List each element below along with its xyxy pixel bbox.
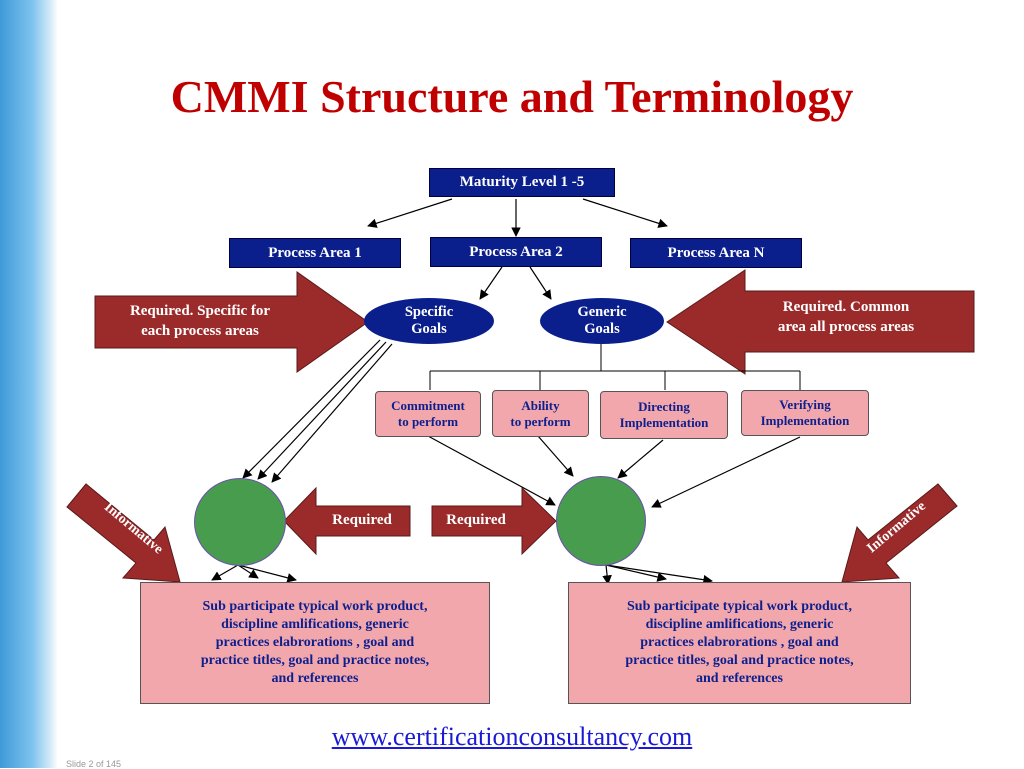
verifying-line-1: Verifying — [779, 397, 831, 413]
arrow-specific-to-circle-2 — [257, 341, 387, 480]
right-goal-circle — [556, 476, 646, 566]
right-note-line-4: practice titles, goal and practice notes… — [625, 653, 854, 669]
directing-line-2: Implementation — [619, 415, 709, 430]
specific-goals-line-2: Goals — [411, 321, 447, 337]
generic-goals-line-1: Generic — [577, 304, 627, 321]
verifying-line-2: Implementation — [760, 413, 850, 428]
right-note-line-3: practices elabrorations , goal and — [640, 634, 839, 650]
required-left-arrow-shape — [283, 486, 411, 556]
commitment-line-1: Commitment — [391, 398, 465, 414]
arrow-commitment-to-circle — [427, 435, 556, 506]
footer-website-link[interactable]: www.certificationconsultancy.com — [331, 722, 693, 751]
generic-goals-line-2: Goals — [584, 321, 620, 337]
process-area-n-box: Process Area N — [630, 238, 802, 268]
left-note-line-4: practice titles, goal and practice notes… — [200, 653, 430, 669]
arrow-pa2-to-specific — [479, 266, 503, 300]
left-callout-line-2: each process areas — [141, 323, 259, 340]
slide-number: Slide 2 of 145 — [66, 759, 122, 769]
slide-title: CMMI Structure and Terminology — [170, 71, 854, 122]
arrow-ml-to-pan — [582, 198, 668, 228]
slide-sidebar-decoration — [0, 0, 58, 768]
left-note-line-1: Sub participate typical work product, — [202, 598, 428, 614]
commitment-line-2: to perform — [397, 414, 459, 429]
right-note-line-1: Sub participate typical work product, — [627, 598, 852, 614]
arrow-specific-to-circle-1 — [242, 339, 381, 479]
left-note-line-5: and references — [271, 671, 359, 687]
required-right-label: Required — [446, 512, 506, 528]
arrow-verifying-to-circle — [651, 436, 801, 508]
specific-goals-line-1: Specific — [404, 304, 454, 321]
arrow-pa2-to-generic — [529, 266, 552, 300]
arrow-specific-to-circle-3 — [271, 343, 393, 483]
arrow-directing-to-circle — [617, 439, 664, 479]
right-callout-text: Required. Common area all process areas — [744, 297, 948, 338]
required-left-label: Required — [332, 512, 392, 528]
left-callout-line-1: Required. Specific for — [129, 303, 271, 319]
arrow-ml-to-pa1 — [367, 198, 453, 228]
right-note-line-5: and references — [696, 671, 783, 687]
left-notes-box: Sub participate typical work product, di… — [140, 582, 490, 704]
ability-line-1: Ability — [521, 397, 560, 413]
left-callout-arrow-shape — [94, 271, 369, 373]
maturity-level-box: Maturity Level 1 -5 — [429, 168, 615, 197]
process-area-1-box: Process Area 1 — [229, 238, 401, 268]
right-callout-arrow-shape — [666, 269, 975, 375]
process-area-2-box: Process Area 2 — [430, 237, 602, 267]
required-right-arrow-shape — [431, 486, 557, 556]
left-note-line-2: discipline amlifications, generic — [221, 616, 409, 632]
right-notes-box: Sub participate typical work product, di… — [568, 582, 911, 704]
right-note-line-2: discipline amlifications, generic — [645, 616, 834, 632]
right-callout-line-2: area all process areas — [777, 319, 915, 336]
informative-right-arrow-shape — [841, 483, 958, 583]
arrow-ability-to-circle — [537, 435, 574, 477]
informative-left-arrow-shape — [66, 483, 181, 583]
directing-line-1: Directing — [638, 399, 690, 415]
right-callout-line-1: Required. Common — [782, 299, 910, 315]
left-note-line-3: practices elabrorations , goal and — [215, 634, 415, 650]
left-goal-circle — [194, 478, 286, 566]
ability-line-2: to perform — [510, 413, 571, 429]
left-callout-text: Required. Specific for each process area… — [98, 301, 302, 342]
